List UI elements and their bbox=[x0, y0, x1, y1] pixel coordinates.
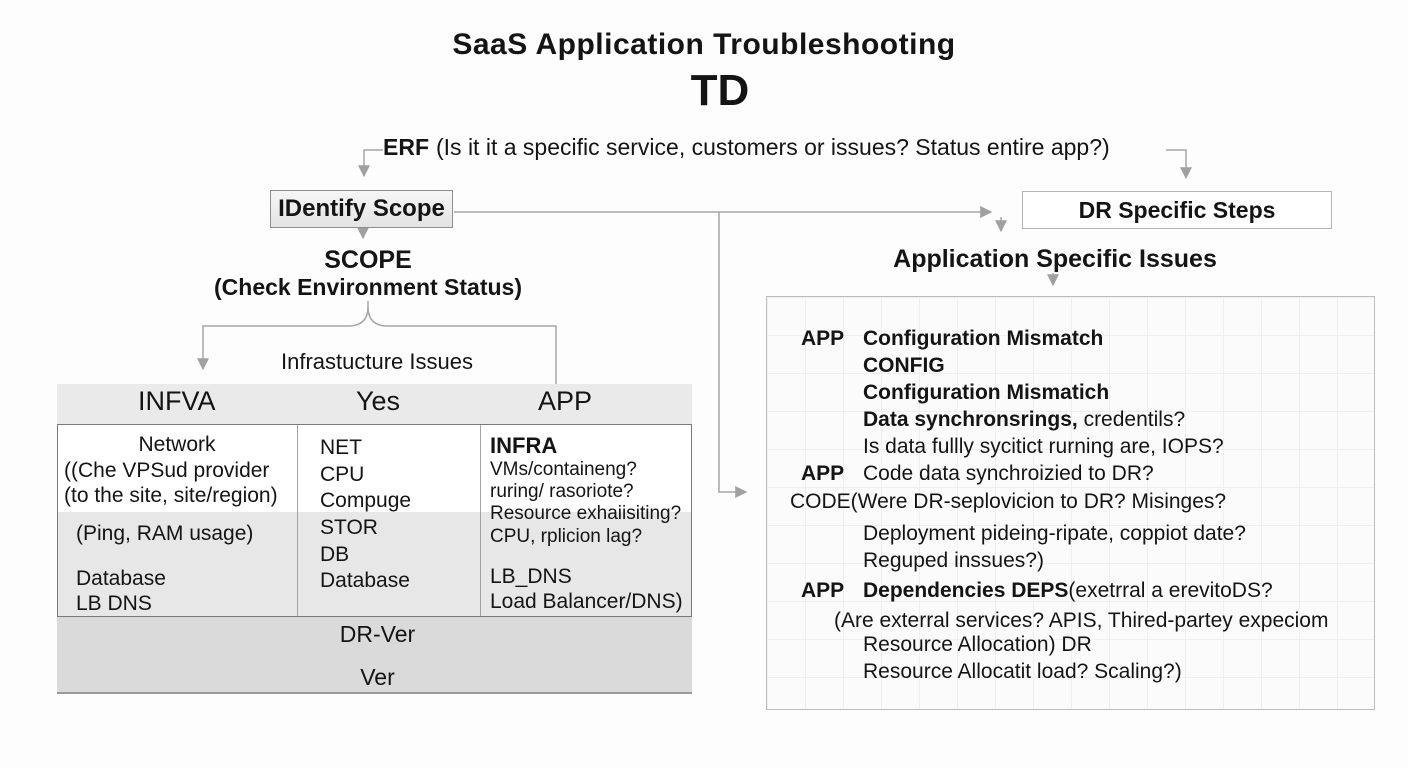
resource-col-line: NET bbox=[320, 436, 362, 459]
erf-question-line: ERF (Is it it a specific service, custome… bbox=[383, 134, 1110, 161]
network-col-line: ((Che VPSud provider bbox=[64, 459, 270, 482]
scope-title: SCOPE bbox=[324, 246, 412, 274]
resource-col-line: DB bbox=[320, 543, 350, 566]
footer-dr-ver: DR-Ver bbox=[339, 621, 416, 647]
node-identify-scope: IDentify Scope bbox=[270, 190, 453, 228]
infra-col-line: VMs/containeng? bbox=[490, 459, 637, 480]
panel-row: Resource Allocatit load? Scaling?) bbox=[863, 660, 1182, 683]
panel-row: CODE(Were DR-seplovicion to DR? Misinges… bbox=[790, 490, 1227, 513]
panel-row: CONFIG bbox=[863, 354, 945, 377]
panel-row: (Are exterral services? APIS, Thired-par… bbox=[834, 609, 1329, 632]
header-cell-app: APP bbox=[538, 386, 593, 416]
network-col-line: (Ping, RAM usage) bbox=[76, 522, 254, 545]
resource-col-line: CPU bbox=[320, 463, 365, 486]
infra-col-line: Resource exhaiisiting? bbox=[490, 503, 682, 524]
table-body-shaded-area bbox=[58, 512, 691, 616]
dr-steps-label: DR Specific Steps bbox=[1078, 196, 1276, 223]
erf-label: ERF bbox=[383, 134, 429, 160]
network-col-line: LB DNS bbox=[76, 592, 152, 615]
network-col-line: Network bbox=[138, 433, 216, 456]
application-specific-issues-title: Application Specific Issues bbox=[893, 245, 1217, 273]
row-label: APP bbox=[801, 462, 845, 485]
node-scope: SCOPE (Check Environment Status) bbox=[168, 246, 568, 300]
header-cell-infva: INFVA bbox=[138, 386, 216, 416]
infra-col-line: ruring/ rasoriote? bbox=[490, 481, 634, 502]
infrastructure-issues-label: Infrastucture Issues bbox=[281, 349, 473, 374]
panel-row: Is data fullly sycitict rurning are, IOP… bbox=[863, 435, 1224, 458]
resource-col-line: Database bbox=[320, 569, 410, 592]
panel-row: Resource Allocation) DR bbox=[863, 633, 1092, 656]
table-column-divider-1 bbox=[297, 425, 298, 616]
infra-col-heading: INFRA bbox=[490, 433, 558, 458]
table-footer-band bbox=[57, 617, 692, 694]
erf-question-text: (Is it it a specific service, customers … bbox=[436, 134, 1110, 160]
scope-subtitle: (Check Environment Status) bbox=[214, 274, 522, 300]
infra-col-lb-sub: Load Balancer/DNS) bbox=[490, 590, 683, 613]
panel-row: Data synchronsrings, credentils? bbox=[863, 408, 1186, 431]
resource-col-line: Compuge bbox=[320, 489, 412, 512]
arrow-branch-to-panel bbox=[718, 212, 748, 498]
arrow-erf-to-dr-steps bbox=[1166, 149, 1192, 180]
row-label: APP bbox=[801, 327, 845, 350]
network-col-line: Database bbox=[76, 567, 166, 590]
table-header-band bbox=[57, 384, 692, 424]
panel-row: Deployment pideing-ripate, coppiot date? bbox=[863, 522, 1246, 545]
header-cell-yes: Yes bbox=[356, 386, 401, 416]
page-subtitle: TD bbox=[690, 66, 750, 115]
page-title: SaaS Application Troubleshooting bbox=[452, 28, 956, 61]
resource-col-line: STOR bbox=[320, 516, 378, 539]
row-label: APP bbox=[801, 579, 845, 602]
infra-col-lb: LB_DNS bbox=[490, 565, 572, 588]
node-dr-specific-steps: DR Specific Steps bbox=[1022, 191, 1332, 229]
panel-row: Reguped inssues?) bbox=[863, 549, 1044, 572]
footer-ver: Ver bbox=[360, 664, 395, 690]
arrow-erf-to-identify-scope bbox=[358, 149, 383, 178]
panel-row: Configuration Mismatich bbox=[863, 381, 1110, 404]
identify-scope-label: IDentify Scope bbox=[278, 195, 445, 222]
network-col-line: (to the site, site/region) bbox=[64, 484, 278, 507]
table-column-divider-2 bbox=[480, 425, 481, 616]
brace-right-line-to-app bbox=[367, 306, 557, 423]
infra-col-line: CPU, rplicion lag? bbox=[490, 526, 643, 547]
